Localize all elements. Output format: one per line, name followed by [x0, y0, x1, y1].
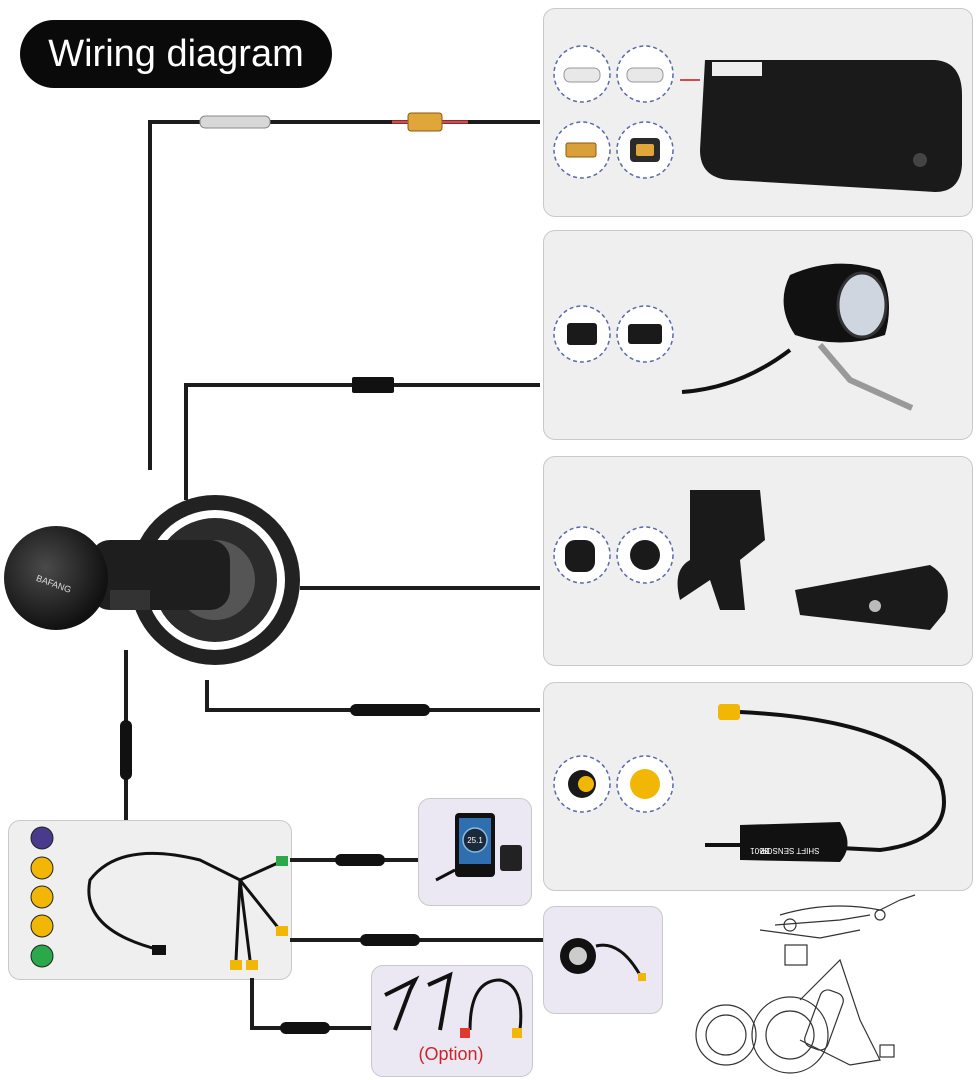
harness-connector-icons	[30, 826, 54, 968]
harness-drop-connector	[120, 720, 132, 780]
headlight-wire-connector	[352, 377, 394, 393]
wire-brake	[250, 978, 371, 1030]
throttle-wire-connector	[360, 934, 420, 946]
display-reading: 25.1	[467, 836, 483, 845]
brake-lever-icon	[384, 971, 523, 1038]
harness-panel	[8, 820, 292, 980]
headlight-connector-icons	[553, 305, 674, 363]
shift-sensor-icon	[705, 704, 946, 862]
diagram-title: Wiring diagram	[20, 20, 332, 88]
shift-sensor-label: SHIFT SENSOR	[760, 846, 819, 855]
brake-wire-connector	[280, 1022, 330, 1034]
harness-icon	[87, 851, 282, 961]
wire-headlight	[184, 383, 540, 500]
speed-sensor-connector-icons	[553, 526, 674, 584]
battery-icon	[680, 60, 962, 192]
thumb-throttle-icon	[560, 938, 646, 981]
battery-wire-connector	[199, 112, 468, 132]
display-wire-connector	[335, 854, 385, 866]
shift-sensor-code: BB01	[750, 846, 770, 855]
wire-battery	[148, 120, 540, 470]
battery-connector-icons	[553, 45, 674, 179]
bike-outline-icon	[695, 894, 916, 1074]
display-icon	[435, 813, 522, 882]
motor-icon	[4, 495, 300, 665]
shift-wire-connector	[350, 704, 430, 716]
option-label: (Option)	[418, 1044, 484, 1064]
shift-sensor-connector-icons	[553, 755, 674, 813]
headlight-icon	[681, 263, 914, 411]
speed-sensor-icon	[677, 490, 948, 630]
